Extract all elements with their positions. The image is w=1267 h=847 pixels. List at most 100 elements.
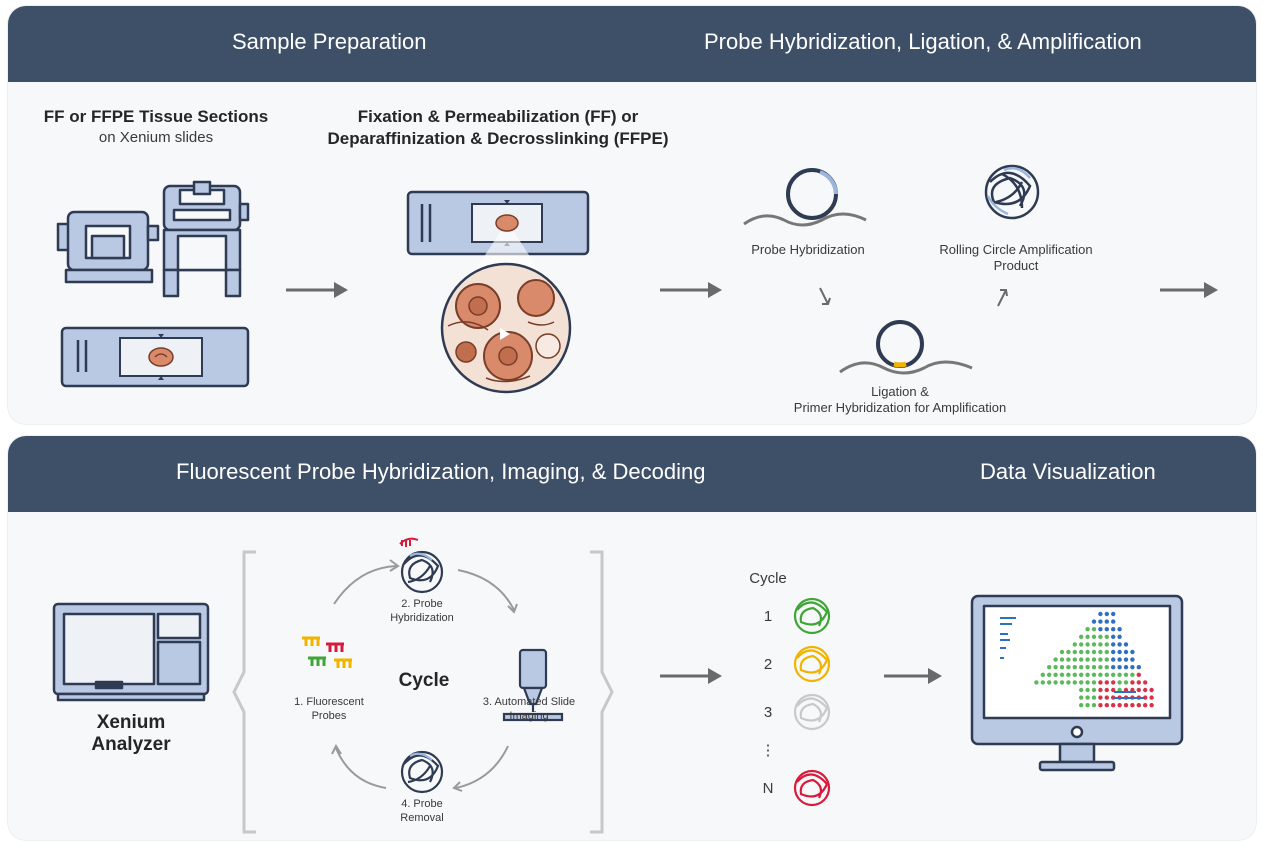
probe-hybridization-label: Probe Hybridization — [751, 242, 865, 257]
spatial-dot — [1104, 627, 1110, 632]
step1-line2: Probes — [311, 710, 347, 722]
spatial-dot — [1098, 657, 1103, 662]
step4-line2: Removal — [400, 812, 444, 824]
spatial-dot — [1072, 665, 1078, 670]
spatial-dot — [1091, 627, 1097, 632]
spatial-dot — [1117, 634, 1122, 639]
spatial-dot — [1091, 657, 1097, 662]
spatial-dot — [1136, 665, 1142, 670]
spatial-dot — [1091, 619, 1097, 624]
spatial-dot — [1117, 657, 1122, 662]
probe-removal-tangle-icon — [400, 750, 444, 794]
ligation-icon — [839, 320, 973, 375]
spatial-dot — [1104, 634, 1110, 639]
decoding-row-1: 1 — [763, 608, 773, 625]
step4-line1: 4. Probe — [401, 798, 443, 810]
arrow-right-icon — [1160, 282, 1218, 298]
cycle-arrows — [331, 559, 518, 792]
spatial-dot — [1066, 672, 1071, 677]
spatial-dot — [1130, 680, 1135, 685]
spatial-dot — [1034, 680, 1039, 685]
spatial-dot — [1123, 665, 1129, 670]
spatial-dot — [1130, 703, 1135, 708]
step3-line1: 3. Automated Slide — [482, 696, 576, 708]
arrow-up-right-icon — [997, 289, 1008, 307]
monitor-icon — [970, 594, 1184, 772]
spatial-dot — [1091, 680, 1097, 685]
microscope-icon — [502, 648, 564, 722]
spatial-dot — [1079, 687, 1084, 693]
decoding-row-2: 2 — [763, 656, 773, 673]
spatial-dot — [1123, 680, 1129, 685]
spatial-dot — [1059, 649, 1065, 655]
spatial-dot — [1098, 627, 1103, 632]
spatial-dot — [1085, 680, 1090, 685]
spatial-dot — [1079, 680, 1084, 685]
spatial-dot — [1111, 680, 1116, 685]
spatial-dot — [1079, 649, 1084, 655]
spatial-dot — [1149, 687, 1154, 693]
top-banner: Sample Preparation Probe Hybridization, … — [8, 6, 1256, 82]
decoding-row-ellipsis: ⋮ — [760, 742, 776, 759]
spatial-dot — [1130, 649, 1135, 655]
spatial-dot — [1123, 642, 1129, 647]
spatial-dot — [1098, 619, 1103, 624]
xenium-analyzer-icon — [52, 602, 210, 702]
spatial-dot — [1072, 642, 1078, 647]
spatial-dot — [1053, 665, 1058, 670]
spatial-dot — [1104, 611, 1110, 617]
rca-product-icon — [984, 164, 1040, 220]
spatial-dot — [1091, 665, 1097, 670]
spatial-dot — [1091, 695, 1097, 700]
spatial-dot — [1098, 649, 1103, 655]
rca-label-line2: Product — [993, 258, 1039, 273]
spatial-dot — [1117, 680, 1122, 685]
spatial-dot — [1047, 665, 1052, 670]
arrow-right-icon — [660, 668, 722, 684]
spatial-dot — [1143, 703, 1148, 708]
fixation-line2: Deparaffinization & Decrosslinking (FFPE… — [327, 129, 669, 148]
spatial-dot — [1123, 657, 1129, 662]
data-visualization-title: Data Visualization — [980, 459, 1156, 484]
spatial-dot — [1111, 649, 1116, 655]
spatial-dot — [1149, 703, 1154, 708]
spatial-dot — [1085, 665, 1090, 670]
probe-hybridization-tangle-icon — [399, 537, 444, 594]
arrow-down-right-icon — [819, 287, 831, 305]
spatial-dot — [1111, 642, 1116, 647]
spatial-dot — [1091, 672, 1097, 677]
spatial-dot — [1130, 672, 1135, 677]
spatial-dot — [1072, 649, 1078, 655]
spatial-dot — [1040, 672, 1046, 677]
step2-line1: 2. Probe — [401, 598, 443, 610]
cycle-bracket — [232, 550, 614, 834]
spatial-dot — [1136, 703, 1142, 708]
spatial-dot — [1111, 619, 1116, 624]
spatial-dot — [1066, 665, 1071, 670]
spatial-dot — [1098, 672, 1103, 677]
spatial-dot — [1098, 642, 1103, 647]
ligation-label-line2: Primer Hybridization for Amplification — [793, 400, 1007, 415]
top-panel: Sample Preparation Probe Hybridization, … — [8, 6, 1256, 424]
spatial-dot — [1085, 695, 1090, 700]
spatial-dot — [1111, 665, 1116, 670]
spatial-dot — [1117, 672, 1122, 677]
spatial-dot — [1104, 695, 1110, 700]
spatial-dot — [1098, 611, 1103, 617]
spatial-dot — [1104, 649, 1110, 655]
cycle-1-tangle-icon — [793, 597, 831, 635]
step3-line2: Imaging — [509, 710, 549, 722]
visualization-legend-lines — [1000, 617, 1144, 699]
spatial-dot — [1072, 672, 1078, 677]
spatial-dot — [1136, 672, 1142, 677]
spatial-dot — [1047, 680, 1052, 685]
bottom-panel: Fluorescent Probe Hybridization, Imaging… — [8, 436, 1256, 840]
spatial-dot — [1111, 611, 1116, 617]
spatial-dot — [1104, 680, 1110, 685]
spatial-dot — [1079, 672, 1084, 677]
spatial-dot — [1117, 665, 1122, 670]
spatial-dot — [1066, 657, 1071, 662]
spatial-dot — [1079, 695, 1084, 700]
spatial-dot — [1149, 695, 1154, 700]
cycle-center-label: Cycle — [398, 670, 450, 691]
